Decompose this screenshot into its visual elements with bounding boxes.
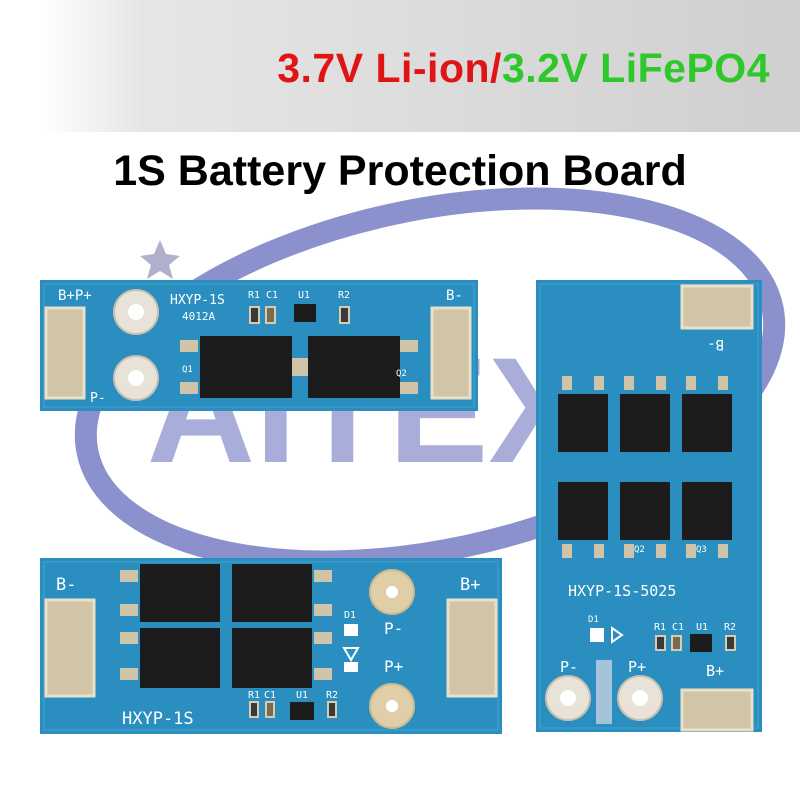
label-c1: C1 (264, 690, 276, 701)
b-minus-pad (44, 598, 96, 698)
label-c1: C1 (672, 622, 684, 633)
label-b-plus: B+ (460, 575, 480, 595)
label-u1: U1 (696, 622, 708, 633)
label-p-minus: P- (384, 619, 403, 638)
b-minus-pad (44, 306, 86, 400)
header-text: 3.7V Li-ion/3.2V LiFePO4 (277, 44, 770, 92)
label-r2: R2 (338, 290, 350, 301)
mosfet (682, 394, 732, 452)
label-p-minus: P- (90, 391, 106, 406)
label-b-minus: B- (707, 336, 724, 352)
ic-u1 (290, 702, 314, 720)
mosfet (620, 482, 670, 540)
label-b-minus: B- (446, 288, 463, 304)
mosfet (232, 564, 312, 622)
diode-d1 (344, 624, 358, 636)
label-q3: Q3 (696, 545, 707, 555)
label-c1: C1 (266, 290, 278, 301)
label-p-plus: P+ (628, 658, 646, 676)
label-u1: U1 (296, 690, 308, 701)
label-r1: R1 (654, 622, 666, 633)
header-lifepo4: 3.2V LiFePO4 (501, 45, 770, 91)
mosfet (140, 564, 220, 622)
ic-u1 (294, 304, 316, 322)
mosfet (620, 394, 670, 452)
label-p-minus: P- (560, 658, 578, 676)
label-bp-pp: B+P+ (58, 288, 92, 304)
label-d1: D1 (588, 615, 599, 625)
watermark-star (140, 240, 180, 279)
b-plus-pad (680, 688, 754, 732)
ic-u1 (690, 634, 712, 652)
label-b-plus: B+ (706, 662, 724, 680)
header-banner: 3.7V Li-ion/3.2V LiFePO4 (0, 0, 800, 132)
b-plus-pad (446, 598, 498, 698)
b-minus-pad (680, 284, 754, 330)
label-b-minus: B- (56, 575, 76, 595)
diode-d1 (590, 628, 604, 642)
label-model: HXYP-1S (170, 293, 225, 308)
label-r1: R1 (248, 690, 260, 701)
header-liion: 3.7V Li-ion/ (277, 45, 502, 91)
b-plus-pad (430, 306, 472, 400)
board-top-left: B+P+ B- P- HXYP-1S 4012A R1 C1 U1 R2 Q1 … (40, 280, 478, 411)
label-d1: D1 (344, 610, 356, 621)
board-bottom-left: B- B+ P- P+ D1 HXYP-1S R1 C1 U1 R2 (40, 558, 502, 734)
label-r2: R2 (326, 690, 338, 701)
label-u1: U1 (298, 290, 310, 301)
mosfet (558, 482, 608, 540)
mosfet-q1 (200, 336, 292, 398)
label-variant: 4012A (182, 310, 215, 323)
label-model: HXYP-1S (122, 709, 194, 729)
label-r1: R1 (248, 290, 260, 301)
label-r2: R2 (724, 622, 736, 633)
mosfet (140, 628, 220, 688)
product-title: 1S Battery Protection Board (113, 147, 687, 195)
mosfet-q2 (308, 336, 400, 398)
label-model: HXYP-1S-5025 (568, 582, 676, 600)
label-q2: Q2 (634, 545, 645, 555)
watermark-swoosh (74, 187, 786, 573)
label-p-plus: P+ (384, 657, 403, 676)
mosfet (558, 394, 608, 452)
board-right: B- HXYP-1S-5025 D1 R1 C1 U1 R2 P- P+ B+ … (536, 280, 762, 732)
label-q2: Q2 (396, 369, 407, 379)
mosfet (232, 628, 312, 688)
mosfet (682, 482, 732, 540)
label-q1: Q1 (182, 365, 193, 375)
